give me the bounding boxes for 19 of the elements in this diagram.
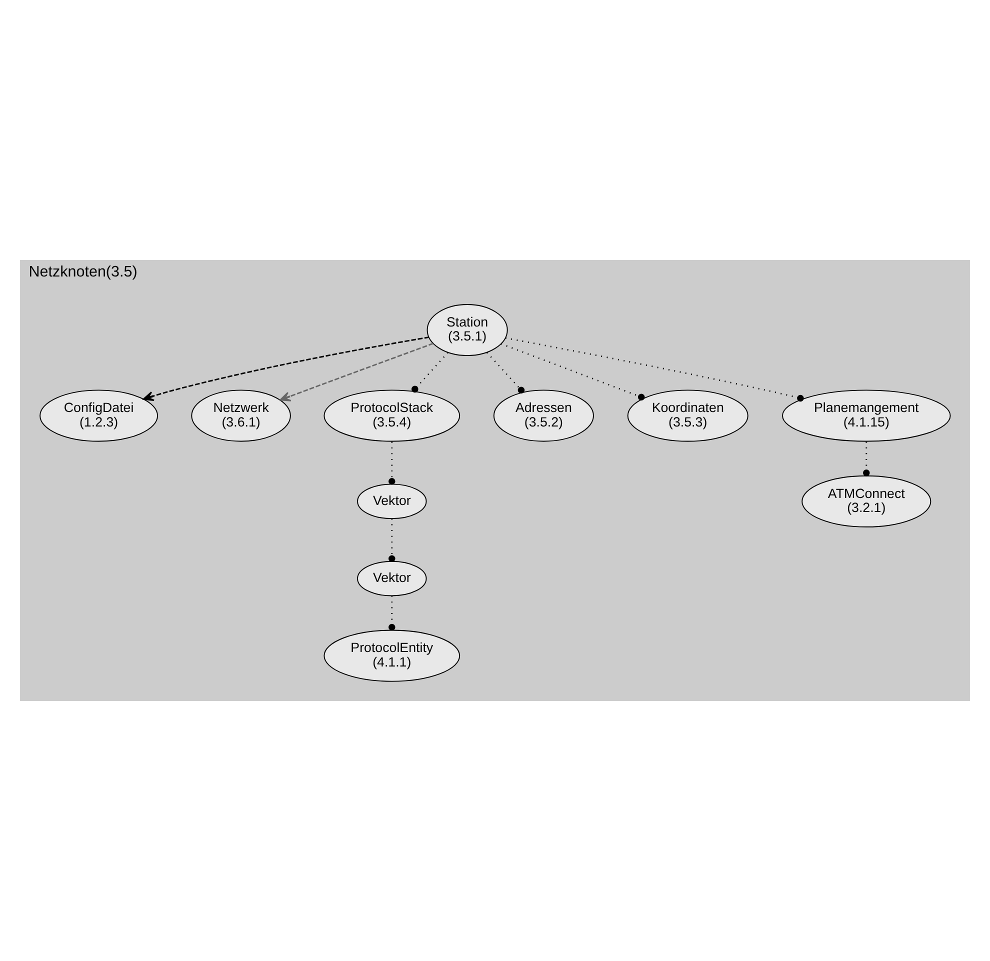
node-ellipse: ATMConnect (3.2.1) [802,475,932,528]
connector [388,596,396,631]
arrow [142,336,430,402]
connector [505,337,804,402]
node-ellipse: Vektor [357,560,427,596]
node-ellipse: ProtocolEntity (4.1.1) [324,630,460,682]
connector [388,442,396,485]
connector [500,343,645,400]
node-ellipse: Adressen (3.5.2) [493,390,594,442]
connector [863,442,870,476]
connector [486,352,525,394]
node-ellipse: Koordinaten (3.5.3) [627,390,748,442]
connector [412,352,448,393]
node-ellipse: Planemangement (4.1.15) [782,390,951,442]
connector [388,518,396,562]
node-ellipse: Vektor [357,484,427,520]
node-ellipse: Station (3.5.1) [426,304,508,356]
node-ellipse: ProtocolStack (3.5.4) [324,390,460,442]
arrow [280,342,434,402]
